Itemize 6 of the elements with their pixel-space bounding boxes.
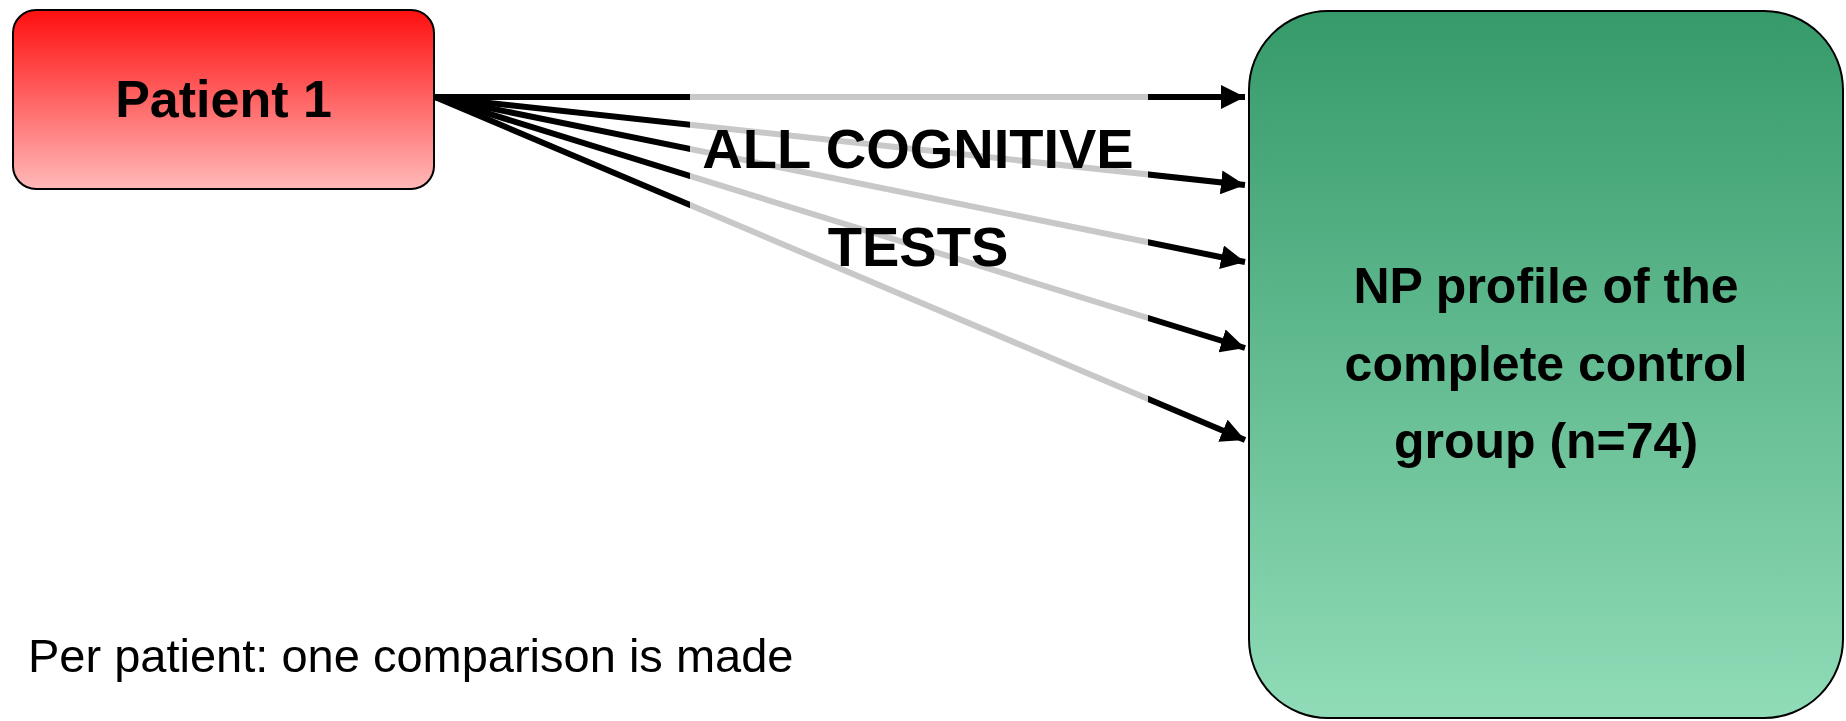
patient-box [12, 9, 435, 190]
node-text: Patient 1 [115, 69, 332, 131]
note-text: Per patient: one comparison is made [28, 628, 795, 684]
center-label: ALL COGNITIVE TESTS [701, 116, 1135, 280]
node-text: NP profile of the complete control group (n=74) [1343, 257, 1749, 472]
control-group-box [1248, 10, 1844, 719]
